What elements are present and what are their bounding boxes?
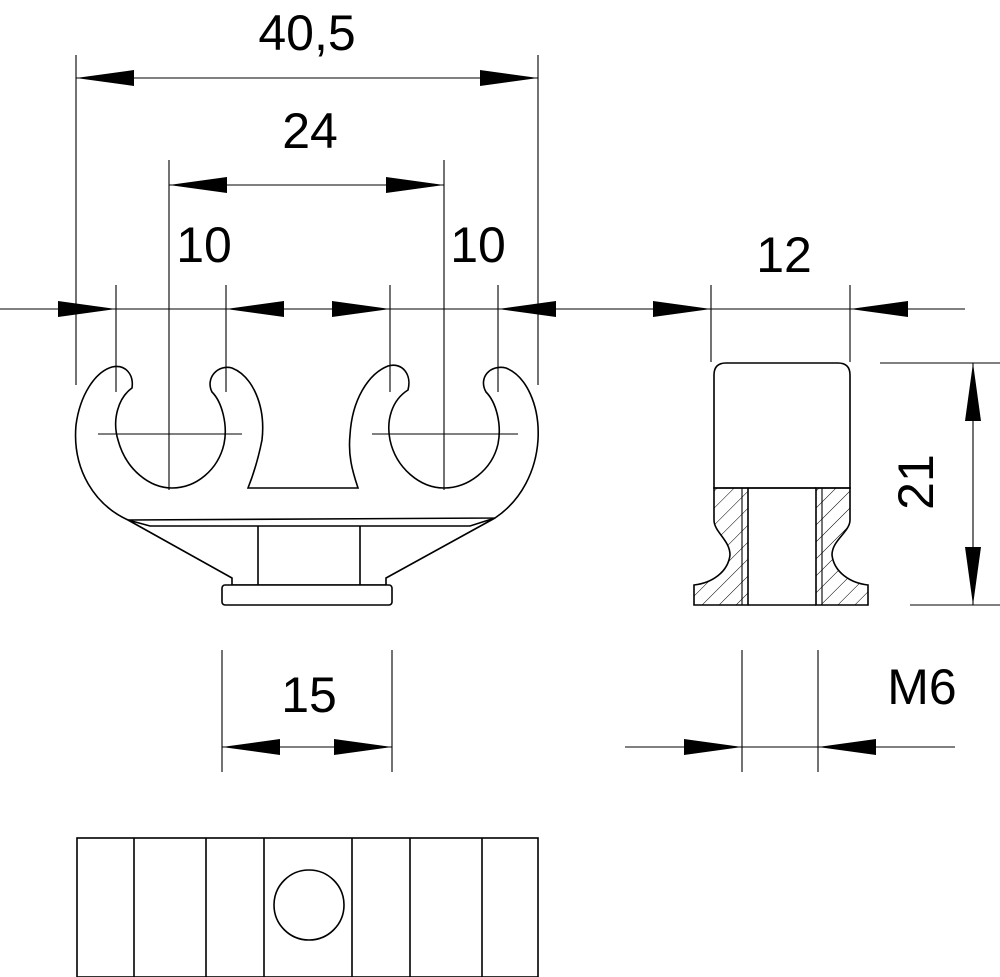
base-flange <box>221 584 393 606</box>
dimension-labels-front: 40,5 24 10 10 <box>176 5 506 273</box>
dim-left-clip: 10 <box>176 217 232 273</box>
dimension-labels-side: 12 21 <box>756 227 944 510</box>
dim-right-clip: 10 <box>450 217 506 273</box>
side-left-section <box>693 487 749 606</box>
clip-body-outline <box>74 364 539 521</box>
bottom-bore-hole <box>273 869 345 941</box>
dim-side-width: 12 <box>756 227 812 283</box>
dim-clip-spacing: 24 <box>282 103 338 159</box>
dim-base-width: 15 <box>281 667 337 723</box>
dim-thread: M6 <box>887 659 956 715</box>
dimension-base: 15 <box>221 650 393 772</box>
clip-stem-outline <box>127 517 496 586</box>
side-view <box>693 362 869 606</box>
dim-overall-width: 40,5 <box>258 5 355 61</box>
dimension-lines-side <box>653 285 1000 606</box>
dimension-thread: M6 <box>625 650 957 772</box>
front-view <box>74 364 539 606</box>
bottom-view <box>76 837 539 977</box>
side-head-outline <box>713 362 851 489</box>
side-right-section <box>815 487 869 606</box>
dim-height: 21 <box>888 454 944 510</box>
dimension-lines-front <box>0 55 965 490</box>
